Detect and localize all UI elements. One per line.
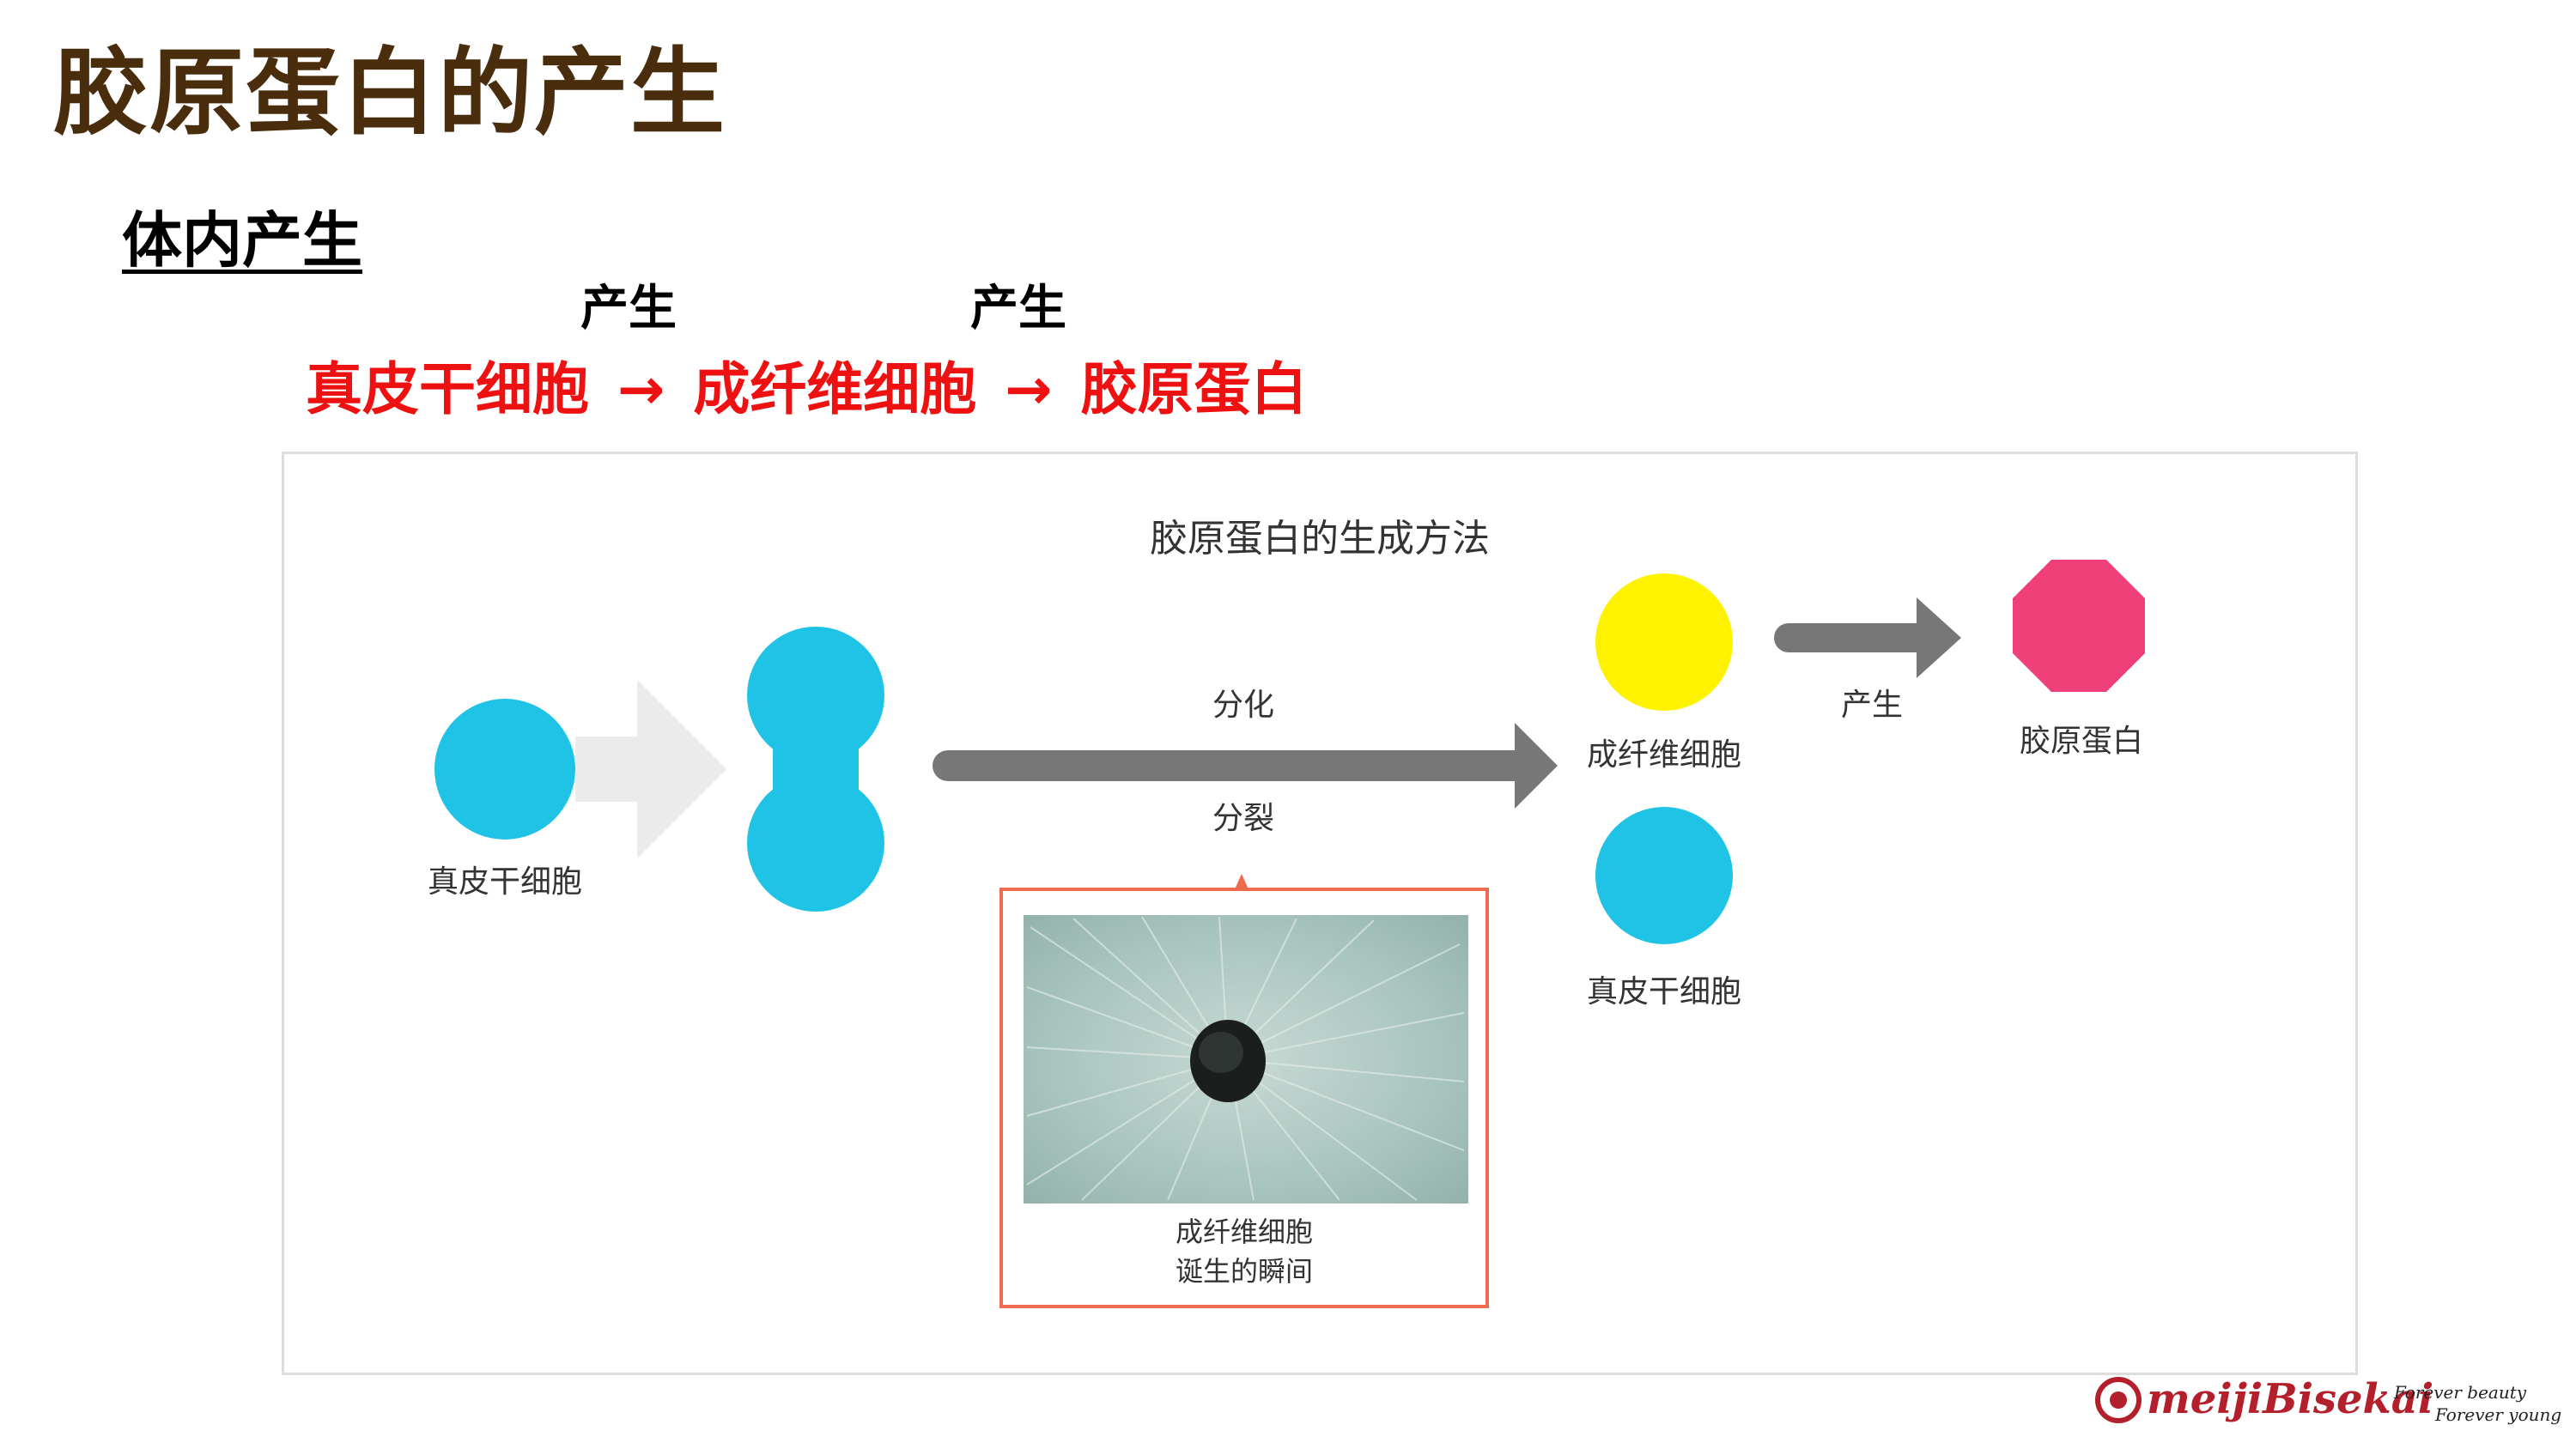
stem-cell-label-2: 真皮干细胞	[1586, 974, 1742, 1009]
photo-caption-line-2: 诞生的瞬间	[1175, 1255, 1314, 1288]
brand-name: meijiBisekai	[2147, 1375, 2434, 1423]
chain-arrow-2: →	[1005, 356, 1053, 422]
brand-tagline-1: Forever beauty	[2394, 1382, 2527, 1403]
stem-cell-label: 真皮干细胞	[427, 864, 583, 900]
differentiation-label: 分化	[1212, 688, 1275, 723]
fibroblast-circle	[1595, 573, 1733, 711]
light-arrow-icon	[575, 680, 726, 858]
dividing-cell-shape	[747, 627, 884, 912]
chain-step-label-1: 产生	[580, 281, 677, 336]
brand-logo: meijiBisekai Forever beauty Forever youn…	[2095, 1372, 2562, 1440]
chain-arrow-1: →	[617, 356, 665, 422]
division-label: 分裂	[1212, 801, 1275, 836]
collagen-label: 胶原蛋白	[2019, 724, 2144, 759]
stem-cell-circle-2	[1595, 807, 1733, 944]
process-chain: 真皮干细胞 → 成纤维细胞 → 胶原蛋白	[306, 355, 1316, 423]
chain-item-collagen: 胶原蛋白	[1080, 356, 1308, 422]
collagen-octagon	[2013, 560, 2145, 692]
section-subtitle: 体内产生	[122, 205, 362, 276]
chain-item-fibroblast: 成纤维细胞	[693, 356, 977, 422]
photo-caption-line-1: 成纤维细胞	[1175, 1216, 1314, 1248]
photo-pointer-icon	[1235, 874, 1249, 889]
meiji-logo-icon	[2095, 1377, 2142, 1423]
fibroblast-micrograph-image	[1024, 915, 1468, 1203]
produce-arrow-icon	[1774, 597, 1961, 678]
chain-step-label-2: 产生	[970, 281, 1066, 336]
brand-tagline-2: Forever young	[2435, 1404, 2562, 1425]
fibroblast-label: 成纤维细胞	[1586, 737, 1742, 773]
figure-title: 胶原蛋白的生成方法	[1150, 517, 1490, 561]
produce-label: 产生	[1840, 688, 1904, 723]
stem-cell-circle	[434, 699, 575, 840]
differentiation-arrow-icon	[933, 723, 1558, 809]
chain-item-stem-cell: 真皮干细胞	[306, 356, 589, 422]
slide-title: 胶原蛋白的产生	[53, 38, 726, 148]
